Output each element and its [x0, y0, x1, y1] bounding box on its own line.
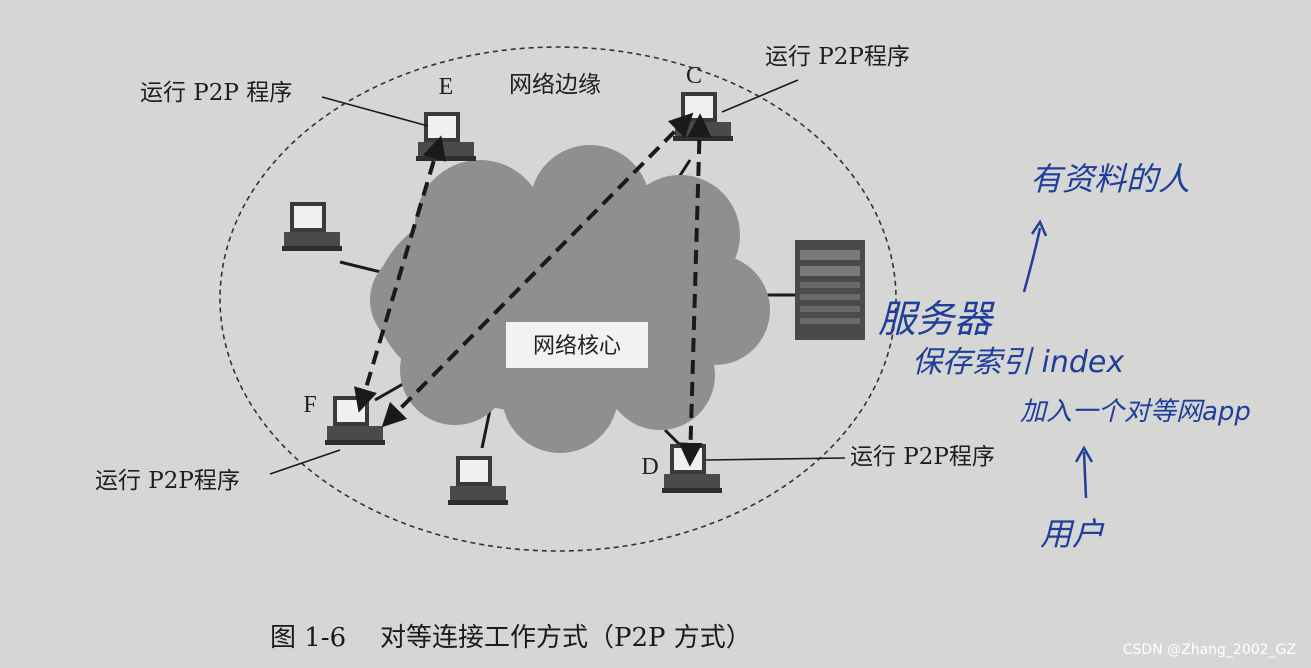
handwritten-up-arrow-top — [1022, 227, 1042, 293]
handwritten-up-arrow-bottom — [1082, 451, 1088, 499]
node-e-label: 运行 P2P 程序 — [140, 80, 292, 106]
host-computer-left — [282, 202, 342, 251]
network-edge-label: 网络边缘 — [509, 72, 601, 98]
label-leader-lines — [269, 79, 846, 475]
network-core-label: 网络核心 — [533, 334, 621, 359]
handwritten-data-holder-note: 有资料的人 — [1030, 160, 1190, 198]
network-edge-boundary — [219, 46, 897, 552]
node-f-label: 运行 P2P程序 — [95, 468, 240, 494]
host-f-computer — [325, 396, 385, 445]
host-e-computer — [416, 112, 476, 161]
node-d-label: 运行 P2P程序 — [850, 444, 995, 470]
p2p-links — [353, 112, 712, 467]
host-c-computer — [673, 92, 733, 141]
host-computer-bottom — [448, 456, 508, 505]
node-d-letter: D — [641, 454, 658, 480]
p2p-link-c-d — [678, 113, 712, 467]
node-c-label: 运行 P2P程序 — [765, 44, 910, 70]
watermark: CSDN @Zhang_2002_GZ — [1123, 642, 1296, 658]
server-icon — [795, 240, 865, 340]
p2p-link-c-f — [381, 112, 694, 428]
figure-title: 对等连接工作方式（P2P 方式） — [380, 623, 752, 653]
handwritten-join-note: 加入一个对等网app — [1020, 397, 1251, 427]
network-core-cloud — [370, 145, 770, 453]
node-c-letter: C — [686, 63, 702, 89]
node-f-letter: F — [303, 392, 316, 418]
handwritten-index-note: 保存索引 index — [912, 345, 1124, 380]
handwritten-server-label: 服务器 — [878, 297, 995, 341]
node-e-letter: E — [439, 74, 454, 100]
handwritten-user-label: 用户 — [1040, 515, 1105, 553]
figure-number: 图 1-6 — [270, 623, 346, 653]
